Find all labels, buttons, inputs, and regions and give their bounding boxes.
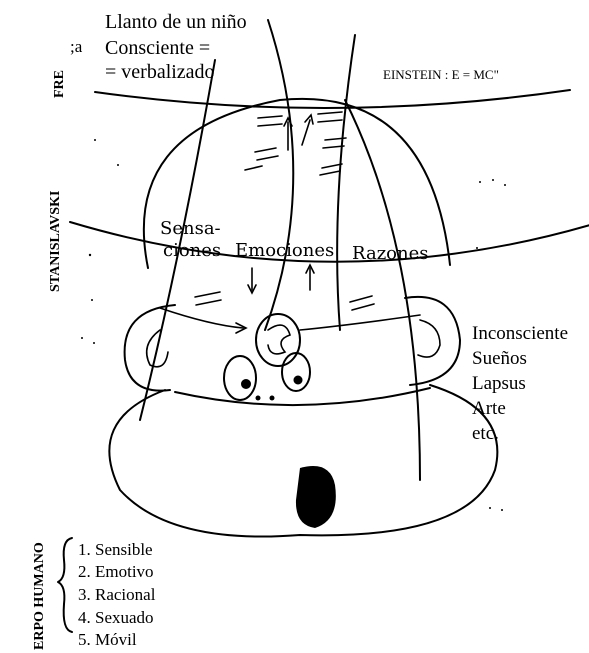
cuerpo-item-4: 4. Sexuado	[78, 609, 154, 626]
left-eye	[224, 356, 256, 400]
cheek-line	[175, 388, 430, 405]
left-pupil	[241, 379, 251, 389]
inconsciente-item-3: Lapsus	[472, 374, 526, 393]
cuerpo-item-2: 2. Emotivo	[78, 563, 154, 580]
nose-dot	[270, 396, 275, 401]
right-ear-inner	[418, 320, 440, 357]
top-cross-marks	[245, 112, 346, 175]
freud-side-label: FRE	[52, 70, 68, 98]
right-vertical-line	[337, 35, 355, 330]
tongue	[296, 466, 336, 528]
right-flow-line	[300, 315, 420, 330]
einstein-formula: EINSTEIN : E = MC"	[383, 68, 499, 81]
freud-line-2: Consciente =	[105, 38, 210, 58]
left-flow-arrow	[160, 308, 243, 328]
cuerpo-item-1: 1. Sensible	[78, 541, 153, 558]
inconsciente-item-2: Sueños	[472, 349, 527, 368]
center-vertical-line	[265, 20, 293, 330]
inconsciente-item-5: etc.	[472, 424, 499, 443]
freud-line-1: Llanto de un niño	[105, 12, 247, 32]
cuerpo-side-label: ERPO HUMANO	[32, 542, 48, 650]
cuerpo-item-5: 5. Móvil	[78, 631, 137, 648]
label-emociones: Emociones	[235, 242, 334, 260]
top-arrow-2	[302, 120, 310, 145]
label-sensaciones-1: Sensa-	[160, 220, 221, 238]
center-eye-squiggle	[268, 325, 290, 354]
cuerpo-item-3: 3. Racional	[78, 586, 155, 603]
nose-dot	[256, 396, 261, 401]
center-eye	[256, 314, 300, 366]
freud-line-3: = verbalizado	[105, 62, 215, 82]
label-sensaciones-2: ciones	[163, 242, 221, 260]
stanislavski-side-label: STANISLAVSKI	[48, 191, 64, 292]
cuerpo-brace	[58, 538, 72, 632]
right-long-line	[345, 100, 420, 480]
inconsciente-item-1: Inconsciente	[472, 324, 568, 343]
inconsciente-item-4: Arte	[472, 399, 506, 418]
freud-partial-char: ;a	[70, 38, 82, 55]
top-band-line	[95, 90, 570, 108]
right-eye	[282, 353, 310, 391]
right-pupil	[294, 376, 303, 385]
label-razones: Razones	[352, 245, 429, 263]
lower-cross-marks	[195, 292, 374, 310]
